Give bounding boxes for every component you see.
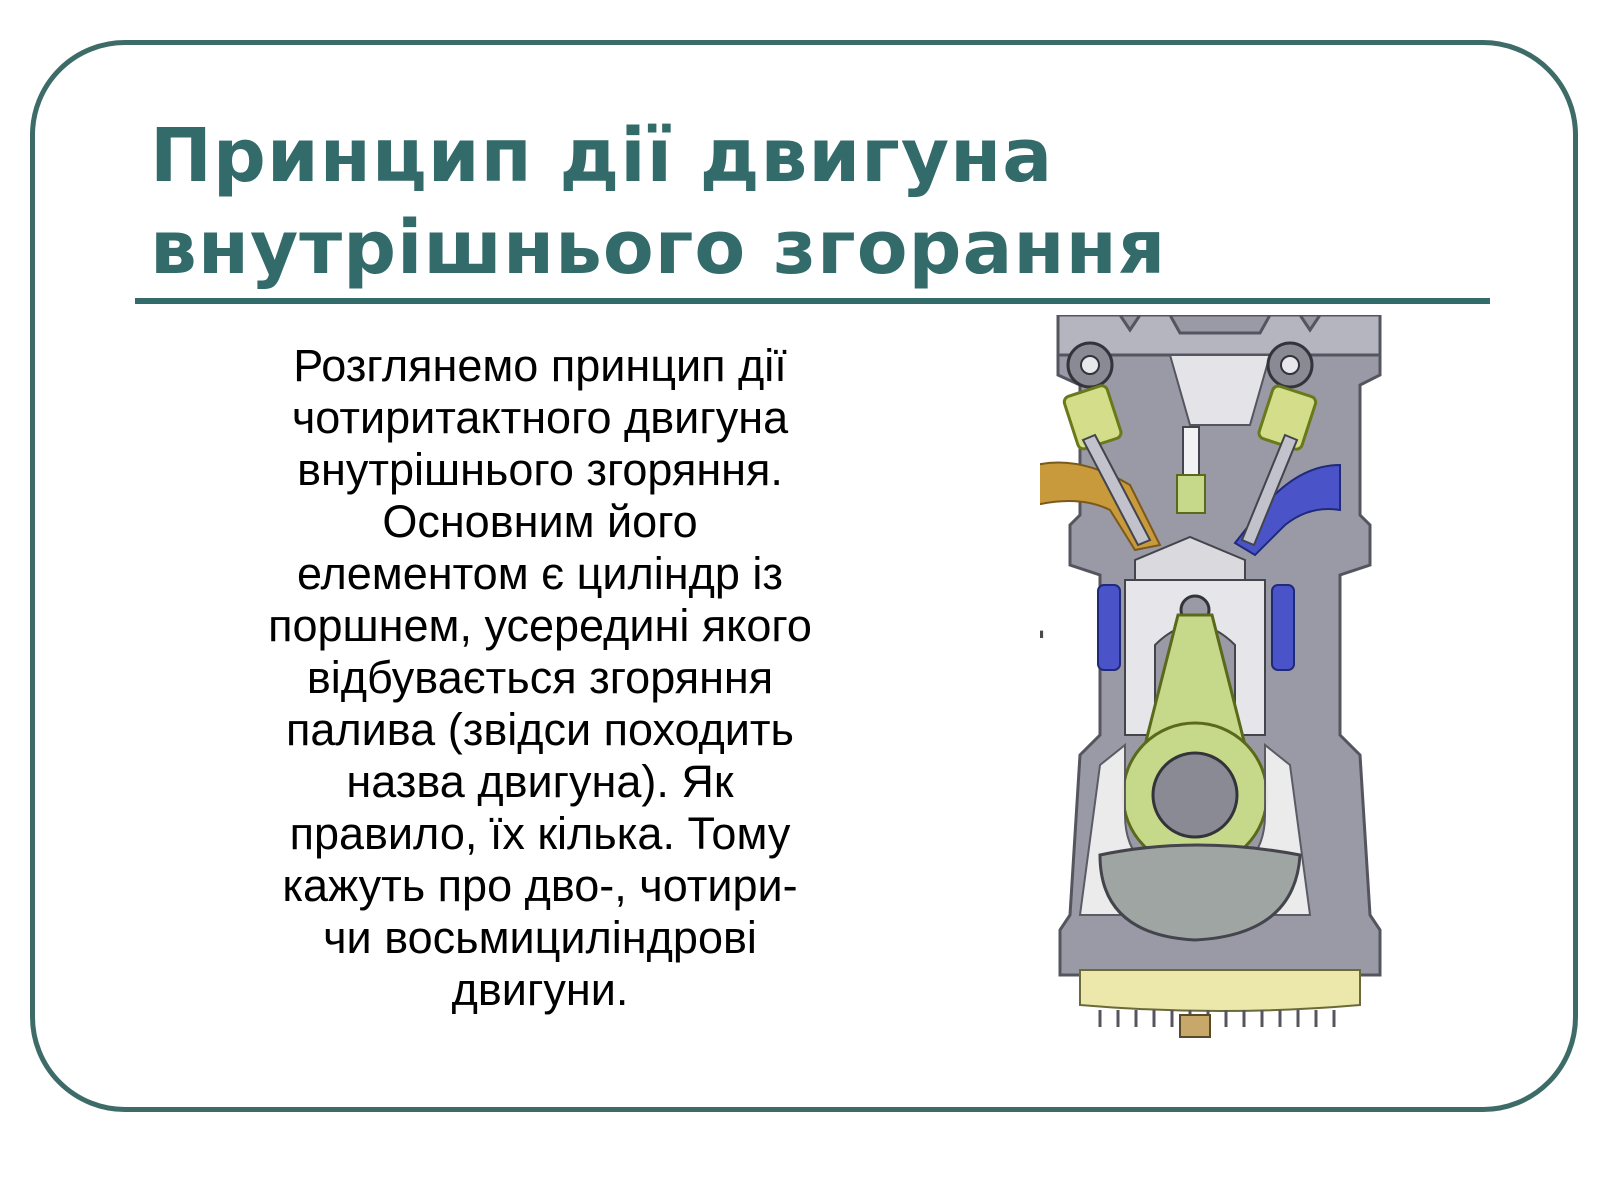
stroke-number-label: 4	[1040, 595, 1046, 658]
spark-plug-body	[1176, 474, 1206, 514]
body-line: назва двигуна). Як	[346, 756, 734, 807]
camshaft-right-hub	[1280, 355, 1300, 375]
body-line: двигуни.	[451, 964, 629, 1015]
crank-counterweight	[1098, 843, 1302, 942]
exhaust-valve-stem	[1240, 433, 1299, 547]
title-divider	[135, 298, 1490, 304]
camshaft-left-hub	[1080, 355, 1100, 375]
body-line: чи восьмициліндрові	[323, 912, 757, 963]
drain-plug-icon	[1179, 1014, 1211, 1038]
exhaust-valve-spring	[1257, 384, 1318, 451]
body-line: Основним його	[382, 496, 698, 547]
engine-cross-section-figure: 4	[1040, 315, 1400, 1085]
sump-cooling-fins	[1098, 1010, 1336, 1027]
body-line: поршнем, усередині якого	[268, 600, 812, 651]
slide-title: Принцип дії двигуна внутрішнього згоранн…	[150, 110, 1430, 294]
slide-title-line-2: внутрішнього згорання	[150, 205, 1167, 291]
slide-title-line-1: Принцип дії двигуна	[150, 113, 1054, 199]
body-line: кажуть про дво-, чотири-	[282, 860, 798, 911]
spark-plug-icon	[1182, 426, 1200, 478]
body-line: елементом є циліндр із	[296, 548, 784, 599]
body-line: відбувається згоряння	[306, 652, 774, 703]
engine-cross-section-svg: 4	[1040, 315, 1382, 1038]
combustion-chamber	[1168, 354, 1272, 426]
body-line: Розглянемо принцип дії	[293, 340, 787, 391]
intake-valve-spring	[1062, 384, 1123, 451]
body-paragraph: Розглянемо принцип дії чотиритактного дв…	[200, 340, 880, 1016]
body-line: палива (звідси походить	[285, 704, 794, 755]
body-line: правило, їх кілька. Тому	[289, 808, 791, 859]
crankpin-icon	[1151, 751, 1239, 839]
exhaust-port	[1233, 463, 1341, 557]
coolant-jacket-left	[1097, 584, 1121, 671]
intake-valve-stem	[1081, 433, 1152, 547]
body-line: внутрішнього згоряння.	[297, 444, 783, 495]
oil-sump	[1079, 969, 1361, 1012]
body-line: чотиритактного двигуна	[291, 392, 789, 443]
coolant-jacket-right	[1271, 584, 1295, 671]
